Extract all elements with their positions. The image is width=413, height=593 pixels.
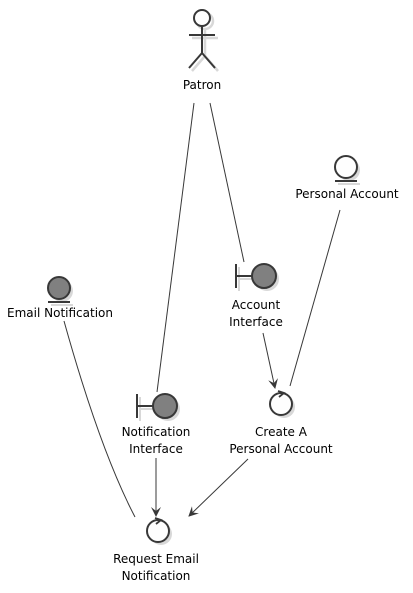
create-account-control-icon: [269, 390, 295, 418]
edge-create-account-request-email: [188, 458, 249, 517]
request-email-control-icon: [146, 517, 172, 545]
patron-label: Patron: [182, 78, 222, 92]
email-notification-label: Email Notification: [7, 306, 113, 320]
account-interface-label-line1: Account: [231, 298, 281, 312]
edge-patron-account-interface: [209, 102, 245, 263]
request-email-label-line2: Notification: [121, 569, 191, 583]
create-account-label: Create A Personal Account: [216, 424, 346, 458]
personal-account-label: Personal Account: [295, 187, 399, 201]
edge-account-interface-create-account: [262, 332, 278, 389]
edge-email-notification-request-email: [63, 320, 136, 518]
patron-actor-icon: [188, 9, 219, 72]
email-notification-entity-icon: [47, 276, 73, 306]
account-interface-label-line2: Interface: [229, 315, 283, 329]
edge-patron-notification-interface: [156, 102, 195, 393]
personal-account-entity-icon: [334, 155, 360, 185]
account-interface-label: Account Interface: [216, 297, 296, 331]
edge-personal-account-create-account: [289, 209, 341, 387]
create-account-label-line1: Create A: [255, 425, 307, 439]
notification-interface-boundary-icon: [136, 393, 180, 421]
notification-interface-label: Notification Interface: [111, 424, 201, 458]
request-email-label-line1: Request Email: [113, 552, 199, 566]
notification-interface-label-line1: Notification: [121, 425, 191, 439]
request-email-label: Request Email Notification: [100, 551, 212, 585]
create-account-label-line2: Personal Account: [229, 442, 333, 456]
account-interface-boundary-icon: [235, 263, 279, 291]
notification-interface-label-line2: Interface: [129, 442, 183, 456]
